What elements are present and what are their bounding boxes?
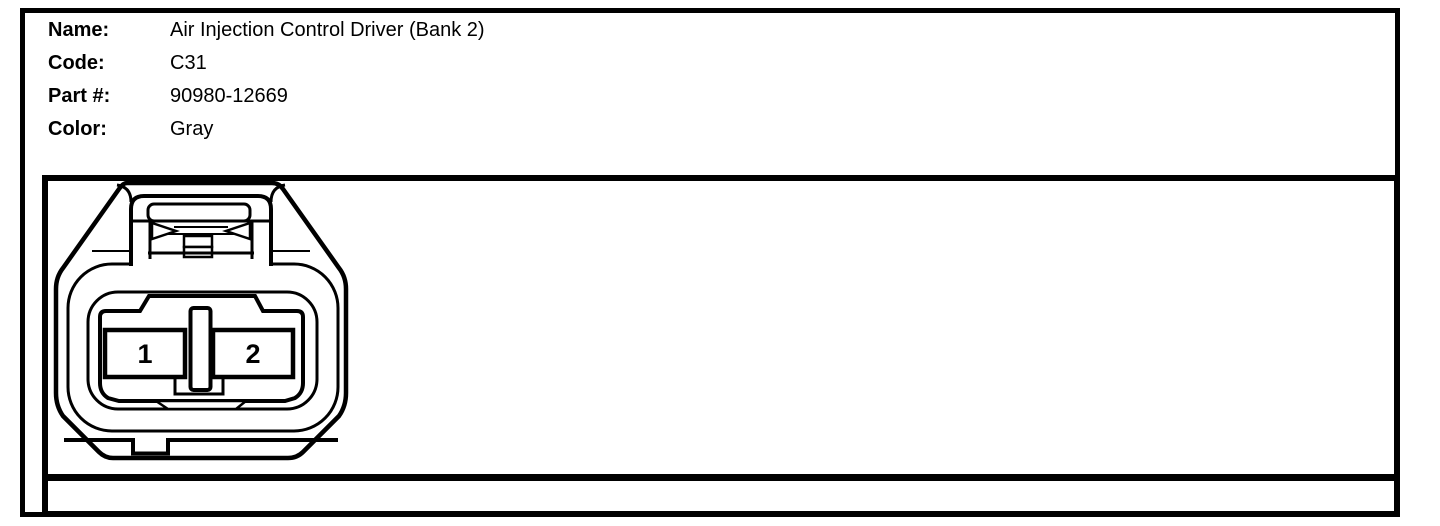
- latch-ratchet-upper: [182, 234, 214, 249]
- info-value: C31: [170, 52, 207, 74]
- info-label: Code:: [48, 52, 105, 74]
- info-label: Part #:: [48, 85, 111, 107]
- info-row-code: Code: C31: [48, 47, 485, 80]
- info-label: Color:: [48, 118, 107, 140]
- info-row-part: Part #: 90980-12669: [48, 80, 485, 113]
- pin-2-label: 2: [245, 339, 260, 369]
- latch-tower-fillet-right: [269, 183, 286, 203]
- info-value: Air Injection Control Driver (Bank 2): [170, 19, 485, 41]
- info-value: Gray: [170, 118, 214, 140]
- info-block: Name: Air Injection Control Driver (Bank …: [48, 14, 485, 146]
- latch-tower-fillet-left: [116, 183, 133, 203]
- center-post: [188, 306, 213, 392]
- latch-plate: [146, 202, 252, 223]
- housing-key-trapezoid: [151, 399, 250, 411]
- latch-triangle-right: [222, 221, 252, 241]
- connector-bottom-notch: [64, 438, 338, 456]
- connector-diagram: 1 2: [53, 180, 349, 461]
- info-row-name: Name: Air Injection Control Driver (Bank …: [48, 14, 485, 47]
- connector-info-panel: Name: Air Injection Control Driver (Bank …: [20, 8, 1400, 517]
- pin-1-label: 1: [137, 339, 152, 369]
- pin-2-cavity: [210, 327, 296, 380]
- info-label: Name:: [48, 19, 110, 41]
- info-row-color: Color: Gray: [48, 113, 485, 146]
- bottom-strip: [48, 481, 1394, 511]
- info-value: 90980-12669: [170, 85, 288, 107]
- latch-triangle-left: [150, 221, 180, 241]
- pin-1-cavity: [102, 327, 188, 380]
